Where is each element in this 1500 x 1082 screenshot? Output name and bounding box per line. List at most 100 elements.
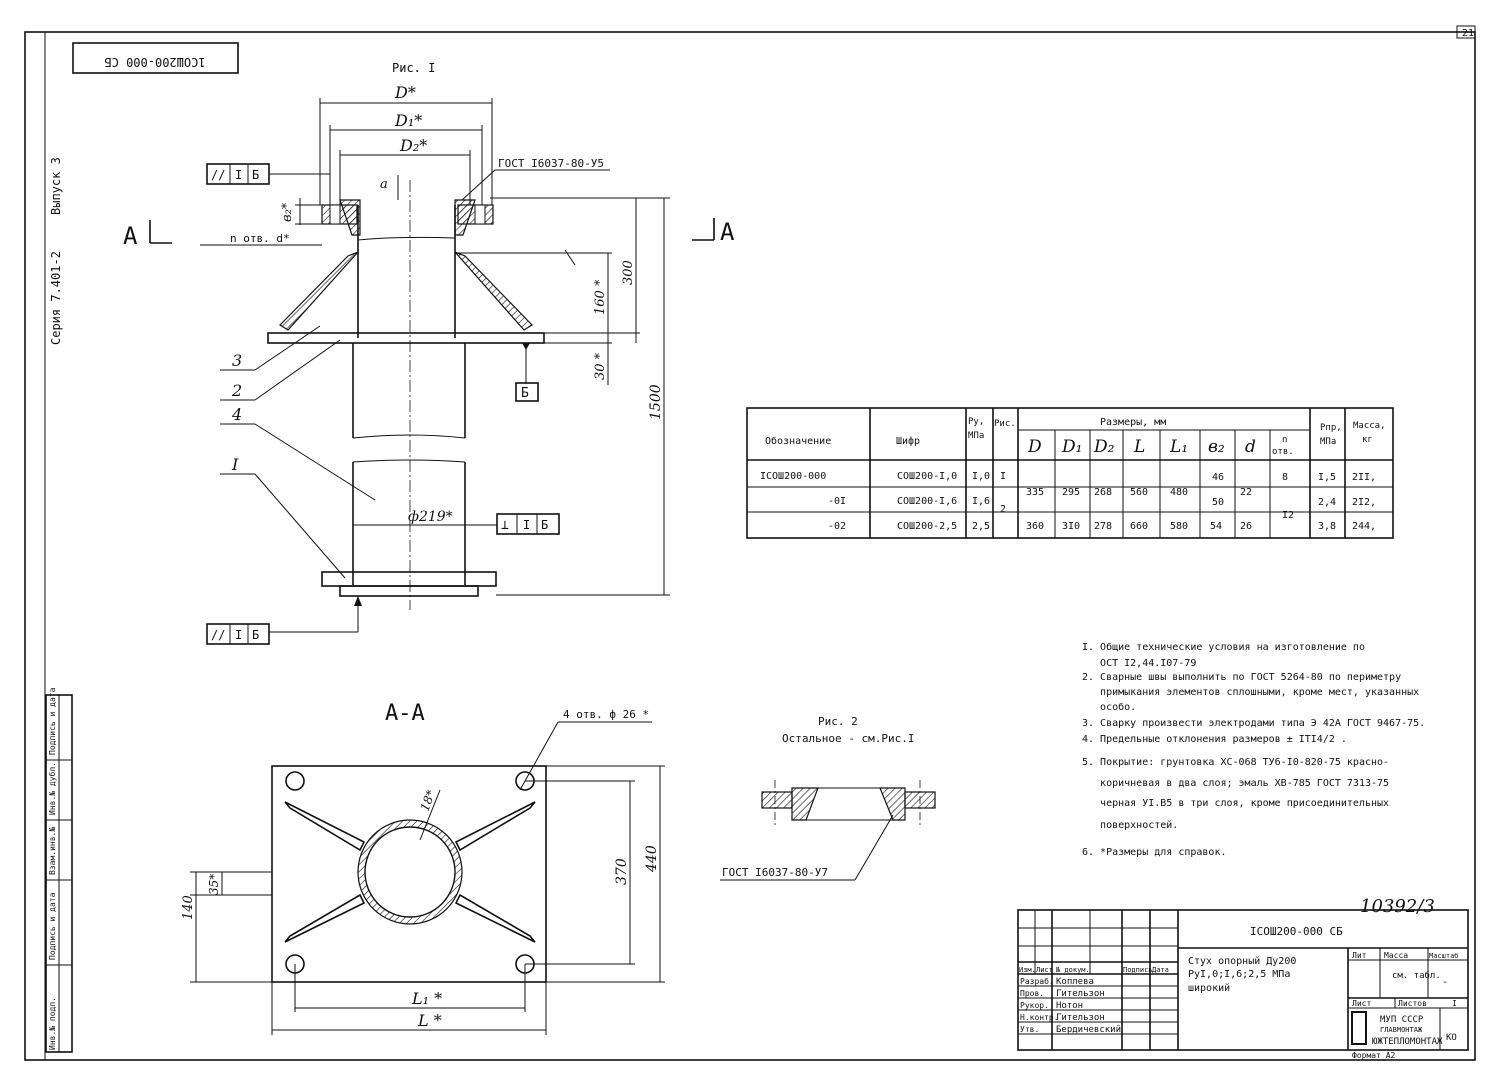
product-name-2: РуI,0;I,6;2,5 МПа bbox=[1188, 969, 1290, 980]
svg-text:Лит: Лит bbox=[1352, 951, 1367, 960]
svg-text:580: 580 bbox=[1170, 521, 1188, 532]
svg-text:295: 295 bbox=[1062, 487, 1080, 498]
note-line: примыкания элементов сплошными, кроме ме… bbox=[1082, 687, 1419, 698]
product-name-1: Стух опорный Ду200 bbox=[1188, 955, 1296, 967]
svg-text:см. табл.: см. табл. bbox=[1392, 970, 1441, 981]
svg-text:Масса,: Масса, bbox=[1353, 421, 1386, 431]
svg-text:I: I bbox=[235, 628, 242, 642]
th-sizes: Размеры, мм bbox=[1100, 417, 1166, 428]
issue-label: Выпуск 3 bbox=[49, 157, 63, 215]
dim-b2: в₂* bbox=[280, 202, 295, 222]
svg-text:Гительзон: Гительзон bbox=[1056, 989, 1105, 999]
svg-text:D₂: D₂ bbox=[1093, 437, 1115, 457]
fig2-title: Рис. 2 bbox=[818, 715, 858, 728]
th-fig: Рис. bbox=[994, 419, 1016, 429]
svg-text:26: 26 bbox=[1240, 521, 1252, 532]
svg-text:360: 360 bbox=[1026, 521, 1044, 532]
svg-text:Б: Б bbox=[252, 628, 259, 642]
svg-text:8: 8 bbox=[1282, 472, 1288, 483]
figure-1: Рис. I D* D₁* D₂* ГОСТ I6037-80-У5 // I … bbox=[123, 61, 735, 645]
note-line: 5. Покрытие: грунтовка ХС-068 ТУ6-I0-820… bbox=[1082, 757, 1389, 768]
svg-text:Нотон: Нотон bbox=[1056, 1001, 1083, 1011]
svg-text:Изм.: Изм. bbox=[1019, 966, 1036, 974]
dim-L: L * bbox=[417, 1011, 442, 1030]
technical-notes: I. Общие технические условия на изготовл… bbox=[1082, 641, 1425, 858]
svg-text:-: - bbox=[1442, 977, 1448, 988]
th-code: Шифр bbox=[896, 435, 920, 447]
svg-text:660: 660 bbox=[1130, 521, 1148, 532]
dim-D2: D₂* bbox=[399, 136, 427, 155]
org-line-2: ГЛАВМОНТАЖ bbox=[1380, 1026, 1423, 1034]
svg-text:I2: I2 bbox=[1282, 510, 1294, 521]
stamp-box bbox=[72, 42, 239, 74]
note-line: ОСТ I2,44.I07-79 bbox=[1082, 658, 1196, 669]
svg-text:50: 50 bbox=[1212, 497, 1224, 508]
fig2-subtitle: Остальное - см.Рис.I bbox=[782, 732, 914, 745]
fig1-gost-label: ГОСТ I6037-80-У5 bbox=[498, 157, 604, 170]
svg-text:I: I bbox=[1452, 999, 1457, 1008]
dim-a: а bbox=[380, 177, 388, 192]
svg-text:Масштаб: Масштаб bbox=[1429, 952, 1459, 960]
dim-phi219: ф219* bbox=[408, 509, 453, 525]
svg-text:D₁: D₁ bbox=[1061, 437, 1082, 457]
note-line: коричневая в два слоя; эмаль ХВ-785 ГОСТ… bbox=[1082, 778, 1389, 789]
dim-140: 140 bbox=[181, 895, 196, 920]
svg-text:Бердичевский: Бердичевский bbox=[1056, 1025, 1121, 1035]
sheet-number-box bbox=[1456, 25, 1476, 39]
svg-text:1СОШ200-000 СБ: 1СОШ200-000 СБ bbox=[104, 55, 205, 69]
dim-1500: 1500 bbox=[648, 384, 664, 420]
svg-text:n: n bbox=[1282, 435, 1287, 445]
parameters-table: Обозначение Шифр Ру, МПа Рис. Размеры, м… bbox=[746, 407, 1394, 539]
svg-text:L: L bbox=[1133, 437, 1145, 457]
svg-text://: // bbox=[211, 628, 225, 642]
sheet-number: 21 bbox=[1462, 28, 1474, 39]
svg-text:278: 278 bbox=[1094, 521, 1112, 532]
dim-18: 18* bbox=[418, 788, 438, 813]
row1-code: СОШ200-I,0 bbox=[897, 471, 957, 482]
row3-designation: -02 bbox=[828, 521, 846, 532]
th-py-unit: МПа bbox=[968, 431, 984, 441]
svg-text:Коплева: Коплева bbox=[1056, 977, 1094, 987]
svg-text:244,: 244, bbox=[1352, 521, 1376, 532]
pipe-inner bbox=[364, 826, 456, 918]
svg-text:I,0: I,0 bbox=[972, 471, 990, 482]
svg-text:54: 54 bbox=[1210, 521, 1222, 532]
th-designation: Обозначение bbox=[765, 435, 831, 447]
strip-label-3: Взам.инв.№ bbox=[48, 827, 57, 875]
svg-text:№ докум.: № докум. bbox=[1055, 966, 1090, 974]
svg-text:Б: Б bbox=[541, 518, 548, 532]
strip-label-5: Подпись и дата bbox=[48, 687, 57, 755]
dim-35: 35* bbox=[207, 874, 221, 895]
svg-text:Утв.: Утв. bbox=[1020, 1025, 1039, 1034]
svg-text:КО: КО bbox=[1446, 1033, 1457, 1043]
svg-text:Подпись: Подпись bbox=[1123, 966, 1153, 974]
svg-text:2: 2 bbox=[1000, 504, 1006, 515]
section-aa: А-А 18* 4 отв. ф 26 * 370 440 140 35* bbox=[181, 701, 665, 1035]
svg-text:кг: кг bbox=[1362, 435, 1373, 445]
strip-label-2: Подпись и дата bbox=[48, 892, 57, 960]
svg-text:Б: Б bbox=[252, 168, 259, 182]
svg-text:I: I bbox=[235, 168, 242, 182]
note-line: 6. *Размеры для справок. bbox=[1082, 847, 1227, 858]
dim-440: 440 bbox=[644, 845, 660, 873]
svg-text:Рпр,: Рпр, bbox=[1320, 423, 1342, 433]
leader-2: 2 bbox=[231, 381, 242, 400]
dim-160: 160 * bbox=[593, 279, 608, 315]
dim-30: 30 * bbox=[593, 352, 608, 380]
org-line-1: МУП СССР bbox=[1380, 1015, 1424, 1025]
svg-text:отв.: отв. bbox=[1272, 447, 1294, 457]
note-line: 3. Сварку произвести электродами типа Э … bbox=[1082, 718, 1425, 729]
dim-370: 370 bbox=[614, 858, 630, 885]
leader-1: I bbox=[231, 455, 239, 474]
svg-text:Гительзон: Гительзон bbox=[1056, 1013, 1105, 1023]
handwritten-number: 10392/3 bbox=[1360, 896, 1435, 917]
svg-text:2,4: 2,4 bbox=[1318, 497, 1336, 508]
section-mark-left: А bbox=[123, 222, 138, 250]
svg-text:480: 480 bbox=[1170, 487, 1188, 498]
strip-label-1: Инв.№ подл. bbox=[48, 997, 57, 1050]
strip-label-4: Инв.№ дубл. bbox=[47, 762, 57, 815]
svg-text:Б: Б bbox=[521, 386, 529, 401]
svg-text:I,5: I,5 bbox=[1318, 472, 1336, 483]
row2-code: СОШ200-I,6 bbox=[897, 496, 957, 507]
